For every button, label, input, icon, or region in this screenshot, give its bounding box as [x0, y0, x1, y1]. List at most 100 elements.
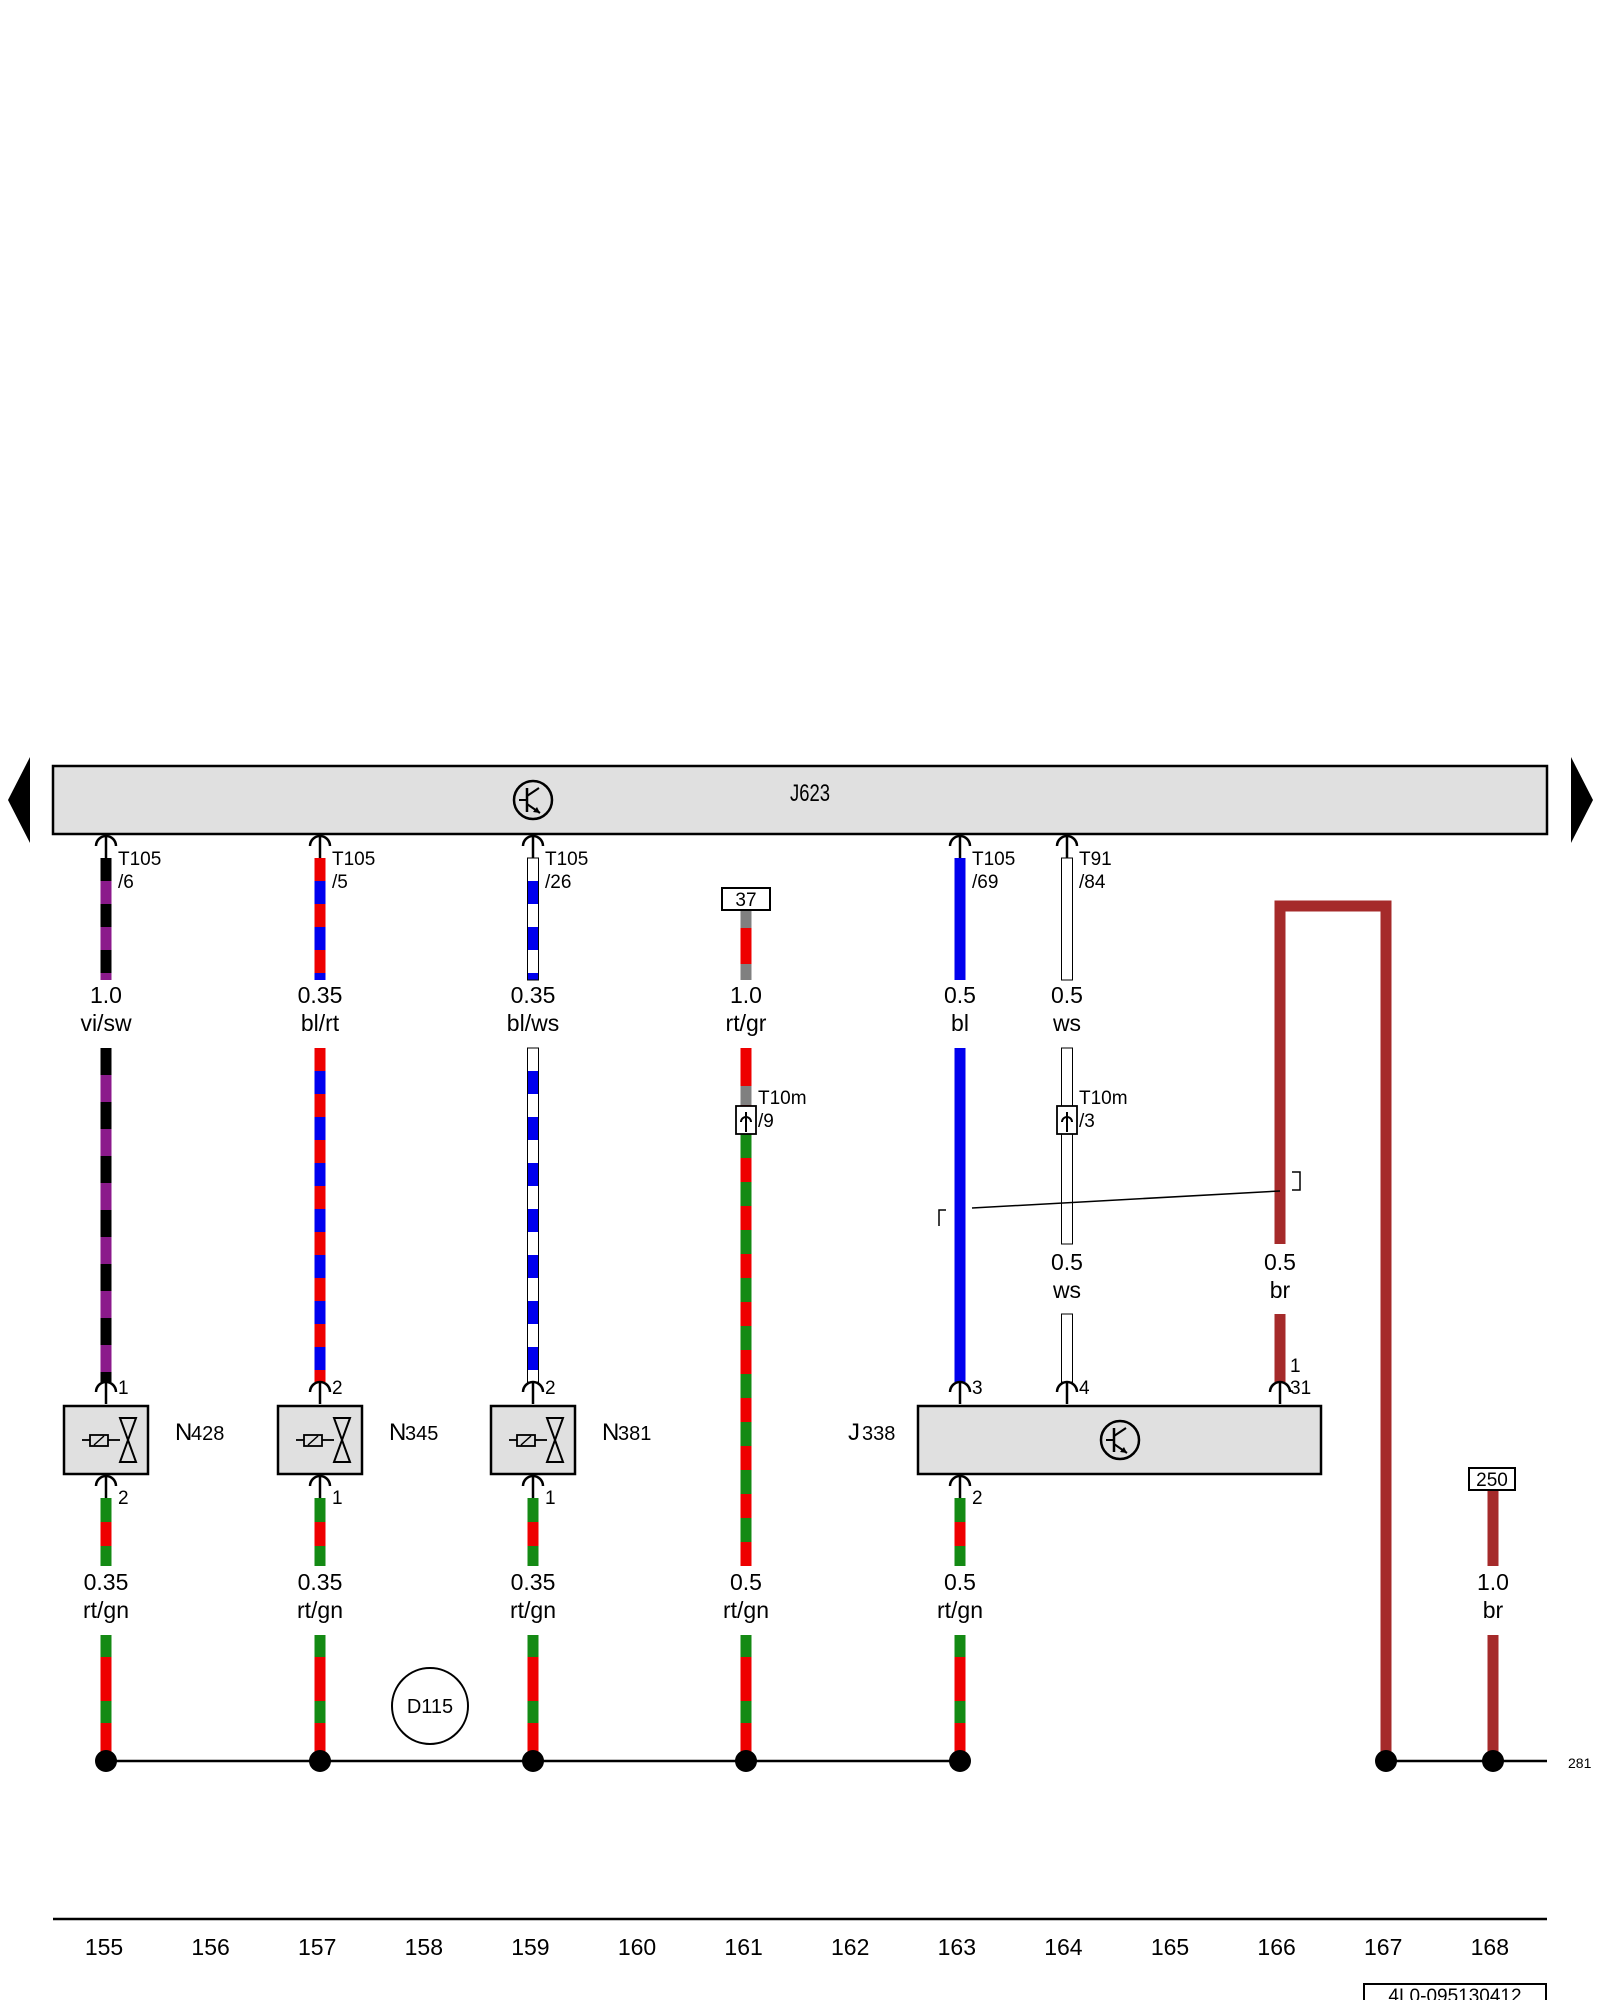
wire-segment-rt-gn — [527, 1498, 539, 1566]
svg-text:0.35: 0.35 — [298, 1569, 343, 1595]
wire-segment-vi-sw — [100, 858, 112, 980]
wire-segment-ws — [1061, 1133, 1073, 1245]
wire-segment-rt-gr — [740, 910, 752, 980]
connector-name: T91 — [1079, 849, 1112, 870]
wire-segment-bl — [954, 1048, 966, 1382]
svg-text:3: 3 — [972, 1378, 983, 1399]
column-number: 159 — [511, 1934, 549, 1960]
wire-color: bl — [951, 1010, 969, 1036]
connector-pin: /26 — [545, 872, 571, 893]
j623-pin-markers — [94, 834, 1079, 858]
wire-color: rt/gr — [726, 1010, 767, 1036]
column-number: 156 — [191, 1934, 229, 1960]
svg-text:0.35: 0.35 — [511, 1569, 556, 1595]
wire-segment-br — [1274, 1314, 1286, 1382]
svg-text:0.5: 0.5 — [1051, 1249, 1083, 1275]
wire-segment-rt-gn — [954, 1635, 966, 1761]
connector-name: T105 — [118, 849, 161, 870]
svg-text:338: 338 — [862, 1423, 895, 1445]
svg-text:2: 2 — [332, 1378, 343, 1399]
wire-size: 0.5 — [944, 982, 976, 1008]
svg-text:N: N — [175, 1419, 192, 1446]
next-page-arrow-icon[interactable] — [1571, 757, 1593, 843]
wire-segment-rt-gn — [314, 1498, 326, 1566]
svg-text:2: 2 — [972, 1488, 983, 1509]
svg-text:/9: /9 — [758, 1111, 774, 1132]
wire-segment-rt-gn — [954, 1498, 966, 1566]
svg-text:rt/gn: rt/gn — [297, 1597, 343, 1623]
column-number: 164 — [1044, 1934, 1083, 1960]
svg-text:4L0-095130412: 4L0-095130412 — [1388, 1986, 1521, 2000]
wire-segment-br — [1487, 1490, 1499, 1566]
svg-text:ws: ws — [1052, 1277, 1081, 1303]
document-id-box: 4L0-095130412 — [1363, 1983, 1547, 2000]
reference-box-37: 37 — [721, 887, 771, 911]
wire-size: 0.35 — [511, 982, 556, 1008]
column-number: 168 — [1471, 1934, 1509, 1960]
svg-text:1.0: 1.0 — [1477, 1569, 1509, 1595]
continuation-ref: 281 — [1568, 1755, 1592, 1771]
column-number: 165 — [1151, 1934, 1189, 1960]
svg-text:0.5: 0.5 — [730, 1569, 762, 1595]
connector-pin: /6 — [118, 872, 134, 893]
svg-text:2: 2 — [545, 1378, 556, 1399]
wire-color: bl/rt — [301, 1010, 340, 1036]
column-number: 162 — [831, 1934, 869, 1960]
column-number: 163 — [938, 1934, 976, 1960]
wire-segment-bl-ws — [527, 857, 539, 981]
svg-text:1: 1 — [1290, 1356, 1301, 1377]
svg-text:2: 2 — [118, 1488, 129, 1509]
wire-segment-rt-gn — [740, 1635, 752, 1761]
ground-point-d115: D115 — [391, 1667, 469, 1745]
valve-n381: N 381 2 1 — [489, 1378, 651, 1509]
svg-text:rt/gn: rt/gn — [937, 1597, 983, 1623]
valve-n428: N 428 1 2 — [62, 1378, 224, 1509]
wire-labels-upper: 1.0 vi/sw 0.35 bl/rt 0.35 bl/ws 1.0 rt/g… — [80, 982, 1083, 1036]
column-number: 160 — [618, 1934, 656, 1960]
wire-labels-lower: 0.35 rt/gn 0.35 rt/gn 0.35 rt/gn 0.5 rt/… — [83, 1569, 1509, 1623]
svg-text:1: 1 — [118, 1378, 129, 1399]
svg-text:1: 1 — [545, 1488, 556, 1509]
wire-size: 0.5 — [1051, 982, 1083, 1008]
wire-segment-br-loop — [1274, 900, 1392, 1761]
svg-text:0.35: 0.35 — [84, 1569, 129, 1595]
wire-color: vi/sw — [80, 1010, 132, 1036]
svg-text:rt/gn: rt/gn — [723, 1597, 769, 1623]
wire-segment-rt-gn — [100, 1498, 112, 1566]
svg-text:T10m: T10m — [758, 1088, 807, 1109]
column-number: 158 — [405, 1934, 443, 1960]
junction-dots — [95, 1750, 1504, 1772]
svg-text:1: 1 — [332, 1488, 343, 1509]
connector-name: T105 — [545, 849, 588, 870]
svg-text:N: N — [389, 1419, 406, 1446]
wire-segment-bl-rt — [314, 858, 326, 980]
wire-segment-bl-rt — [314, 1048, 326, 1382]
svg-text:4: 4 — [1079, 1378, 1090, 1399]
svg-text:br: br — [1270, 1277, 1291, 1303]
wire-segment-bl — [954, 858, 966, 980]
wire-size: 1.0 — [90, 982, 122, 1008]
wire-segment-rt-gn — [314, 1635, 326, 1761]
shield-line — [938, 1171, 1301, 1226]
reference-box-250: 250 — [1468, 1467, 1516, 1491]
svg-text:250: 250 — [1476, 1470, 1508, 1491]
svg-text:381: 381 — [618, 1423, 651, 1445]
connector-name: T105 — [972, 849, 1015, 870]
svg-text:345: 345 — [405, 1423, 438, 1445]
mid-connector-t10m-9: T10m /9 — [735, 1088, 807, 1135]
j623-connector-labels: T105 /6 T105 /5 T105 /26 T105 /69 T91 /8… — [118, 849, 1112, 893]
control-unit-name: J623 — [790, 780, 830, 807]
prev-page-arrow-icon[interactable] — [8, 757, 30, 843]
svg-text:N: N — [602, 1419, 619, 1446]
wire-color: bl/ws — [507, 1010, 559, 1036]
wire-color: ws — [1052, 1010, 1081, 1036]
wire-segment-ws — [1061, 1047, 1073, 1107]
component-pin-markers — [94, 1380, 1292, 1498]
mid-connector-t10m-3: T10m /3 — [1056, 1088, 1128, 1135]
column-number: 166 — [1257, 1934, 1295, 1960]
wire-size: 0.35 — [298, 982, 343, 1008]
wire-segment-rt-gn — [100, 1635, 112, 1761]
svg-text:rt/gn: rt/gn — [510, 1597, 556, 1623]
